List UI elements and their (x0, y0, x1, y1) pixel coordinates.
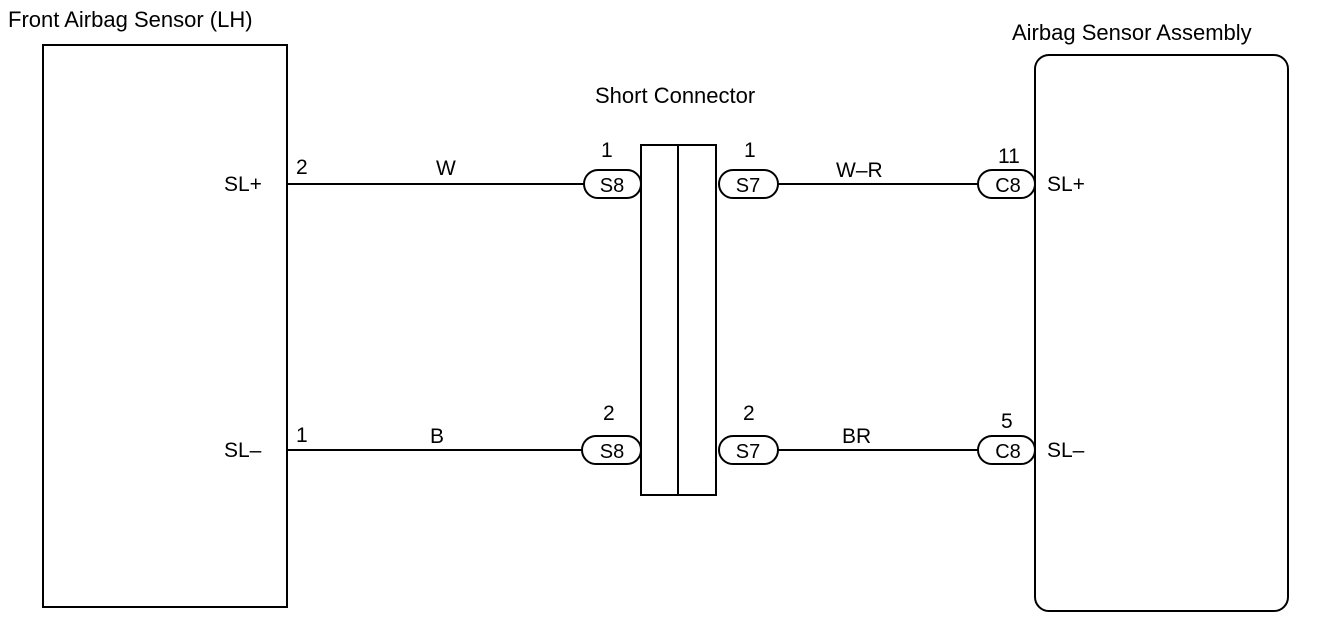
pin-c8-bottom: 5 (1001, 410, 1013, 433)
pin-s7-top: 1 (744, 139, 756, 162)
wire-label-bottom-right: BR (842, 425, 871, 448)
short-connector-title: Short Connector (595, 83, 755, 108)
pin-s8-top: 1 (601, 139, 613, 162)
left-terminal-slplus: SL+ (224, 173, 262, 196)
left-sensor-box (42, 44, 288, 608)
connector-c8-bottom-label: C8 (995, 441, 1021, 463)
right-terminal-slplus: SL+ (1047, 173, 1085, 196)
pin-s7-bottom: 2 (743, 402, 755, 425)
connector-s8-bottom-label: S8 (600, 441, 624, 463)
connector-c8-bottom (977, 435, 1036, 465)
connector-s8-top-label: S8 (600, 175, 624, 197)
wire-label-top-right: W–R (836, 159, 883, 182)
wire-label-bottom-left: B (430, 425, 444, 448)
right-terminal-slminus: SL– (1047, 439, 1085, 462)
left-pin-top: 2 (296, 156, 308, 179)
connector-c8-top (977, 169, 1036, 199)
wire-label-top-left: W (436, 157, 456, 180)
pin-s8-bottom: 2 (603, 402, 615, 425)
left-sensor-title: Front Airbag Sensor (LH) (8, 7, 253, 32)
right-assembly-title: Airbag Sensor Assembly (1012, 20, 1252, 45)
left-pin-bottom: 1 (296, 424, 308, 447)
pin-c8-top: 11 (998, 145, 1020, 168)
right-assembly-box (1034, 54, 1289, 612)
connector-s8-bottom (581, 435, 642, 465)
connector-s8-top (583, 169, 642, 199)
left-terminal-slminus: SL– (224, 439, 262, 462)
connector-c8-top-label: C8 (995, 175, 1021, 197)
connector-s7-top-label: S7 (736, 175, 760, 197)
connector-s7-bottom-label: S7 (736, 441, 760, 463)
